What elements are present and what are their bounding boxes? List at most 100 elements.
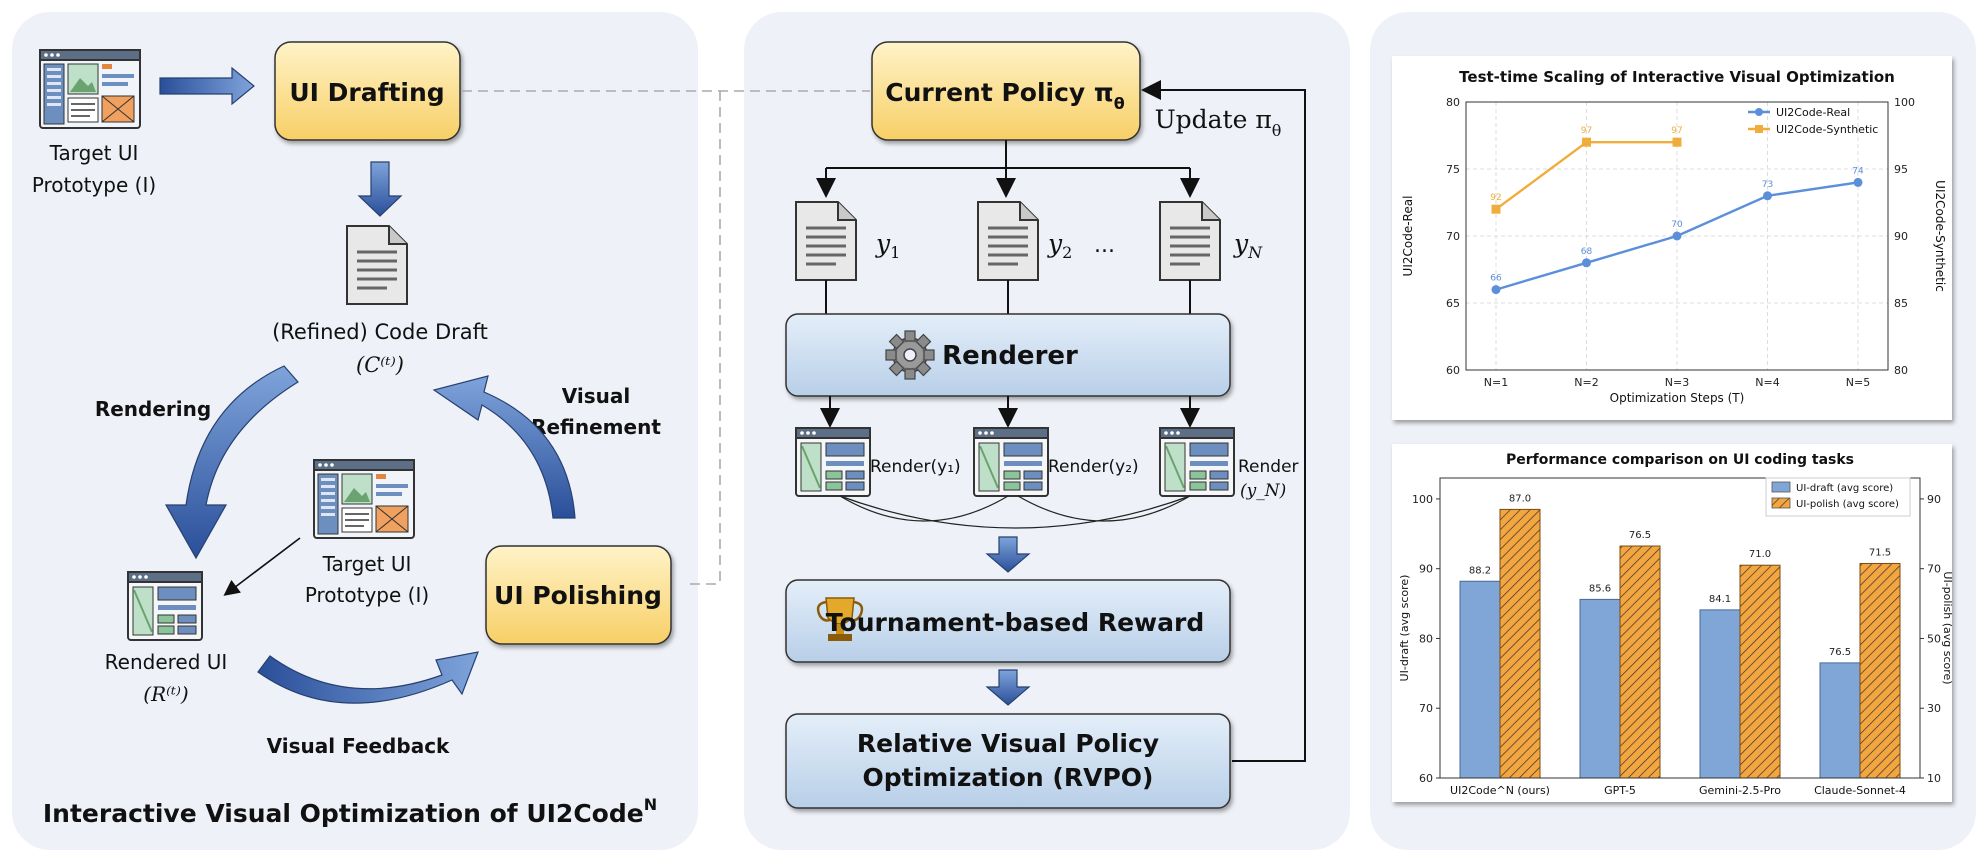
line-chart-data-label: 92	[1490, 193, 1501, 203]
target-ui-prototype-icon	[39, 49, 141, 129]
line-chart-data-label: 70	[1671, 220, 1683, 230]
ui-drafting-box	[274, 41, 461, 141]
line-chart: Test-time Scaling of Interactive Visual …	[1401, 68, 1947, 405]
target-ui-label-line1: Target UI	[49, 141, 139, 165]
renderer-label: Renderer	[942, 341, 1078, 371]
line-chart-y2-tick-label: 95	[1894, 163, 1908, 176]
line-chart-point	[1853, 177, 1863, 187]
line-chart-y2-tick-label: 85	[1894, 297, 1908, 310]
bar-chart-bar-draft	[1699, 609, 1741, 779]
line-chart-point	[1491, 285, 1501, 295]
bar-chart-y2-tick-label: 30	[1927, 702, 1941, 715]
line-chart-data-label: 97	[1581, 126, 1592, 136]
arrow-down-icon	[357, 161, 403, 217]
bar-chart-legend-swatch	[1771, 481, 1791, 493]
render-2-label: Render(y₂)	[1048, 457, 1139, 477]
line-chart-point	[1763, 191, 1772, 201]
pairwise-curve-3	[839, 495, 1191, 529]
line-chart-point	[1672, 231, 1682, 241]
line-chart-data-label: 66	[1490, 274, 1502, 284]
sample-y2-label: y2	[1047, 229, 1072, 262]
ui-polishing-label: UI Polishing	[494, 581, 662, 610]
bar-chart-title: Performance comparison on UI coding task…	[1506, 452, 1854, 468]
center-target-label-line1: Target UI	[322, 552, 412, 576]
bar-chart-data-label-draft: 76.5	[1829, 647, 1851, 658]
code-draft-label: (Refined) Code Draft	[272, 320, 488, 344]
bar-chart-data-label-polish: 87.0	[1509, 493, 1531, 504]
line-chart-y-tick-label: 75	[1446, 163, 1460, 176]
bar-chart-data-label-draft: 84.1	[1709, 594, 1731, 605]
bar-chart-axes-frame	[1439, 477, 1921, 779]
feedback-curved-arrow-icon	[257, 651, 479, 704]
thin-arrow-icon	[223, 537, 301, 596]
sample-y1-label: y1	[875, 229, 900, 262]
tournament-reward-label: Tournament-based Reward	[826, 608, 1204, 637]
ui-drafting-label: UI Drafting	[289, 78, 444, 107]
line-chart-point	[1582, 137, 1591, 147]
line-chart-data-label: 74	[1852, 166, 1864, 176]
sample-y1-document-icon	[794, 200, 858, 282]
rendered-ui-label-line2: (R⁽ᵗ⁾)	[143, 682, 188, 706]
bar-chart-y2-axis-label: UI-polish (avg score)	[1941, 571, 1954, 684]
render-1-icon	[795, 427, 871, 497]
visual-refinement-label-line2: Refinement	[531, 415, 661, 439]
bar-chart-y-tick-label: 80	[1419, 632, 1433, 645]
line-chart-data-label: 68	[1581, 247, 1593, 257]
pairwise-curve-2	[1017, 495, 1191, 522]
update-policy-label: Update πθ	[1155, 105, 1282, 140]
tournament-reward-box	[785, 579, 1231, 663]
line-chart-y2-tick-label: 90	[1894, 230, 1908, 243]
render-3-label-line2: (y_N)	[1240, 481, 1286, 501]
bar-chart-y-axis-label: UI-draft (avg score)	[1398, 575, 1411, 682]
bar-chart-data-label-polish: 71.5	[1869, 547, 1891, 558]
render-3-label-line1: Render	[1238, 457, 1299, 477]
line-chart-x-axis-label: Optimization Steps (T)	[1610, 391, 1745, 405]
rvpo-label-line1: Relative Visual Policy	[857, 729, 1159, 758]
left-panel-caption: Interactive Visual Optimization of UI2Co…	[43, 795, 657, 828]
bar-chart-legend-label: UI-polish (avg score)	[1796, 499, 1899, 510]
line-chart-y-axis-label: UI2Code-Real	[1401, 196, 1415, 277]
code-draft-symbol: (C⁽ᵗ⁾)	[356, 353, 404, 377]
bar-chart-y2-tick-label: 50	[1927, 632, 1941, 645]
line-chart-legend-label: UI2Code-Real	[1776, 106, 1850, 119]
bar-chart-bar-polish	[1499, 508, 1541, 779]
arrow-right-icon	[159, 66, 255, 106]
rendering-label: Rendering	[95, 397, 211, 421]
bar-chart-y2-tick-label: 10	[1927, 772, 1941, 785]
bar-chart-legend-swatch	[1771, 497, 1791, 509]
rendered-ui-icon	[127, 571, 203, 641]
line-chart-x-tick-label: N=4	[1755, 376, 1779, 389]
line-chart-legend-marker	[1755, 125, 1763, 133]
bar-chart-x-tick-label: GPT-5	[1604, 784, 1636, 797]
bar-chart-y-tick-label: 70	[1419, 702, 1433, 715]
rendered-ui-label-line1: Rendered UI	[105, 650, 228, 674]
bar-chart: Performance comparison on UI coding task…	[1398, 452, 1954, 797]
bar-chart-bar-draft	[1819, 662, 1861, 779]
line-chart-point	[1491, 204, 1501, 214]
line-chart-point	[1672, 137, 1682, 147]
trophy-icon	[816, 597, 864, 641]
line-chart-x-tick-label: N=2	[1574, 376, 1598, 389]
line-chart-y-tick-label: 70	[1446, 230, 1460, 243]
bar-chart-x-tick-label: UI2Code^N (ours)	[1450, 784, 1550, 797]
bar-chart-data-label-polish: 71.0	[1749, 549, 1771, 560]
line-chart-x-tick-label: N=5	[1846, 376, 1870, 389]
visual-refinement-label-line1: Visual	[562, 384, 630, 408]
line-chart-x-tick-label: N=1	[1484, 376, 1508, 389]
render-3-icon	[1159, 427, 1235, 497]
bar-chart-bar-polish	[1739, 564, 1781, 779]
rvpo-label-line2: Optimization (RVPO)	[863, 763, 1154, 792]
bar-chart-y2-tick-label: 90	[1927, 493, 1941, 506]
line-chart-data-label: 97	[1671, 126, 1682, 136]
bar-chart-y2-tick-label: 70	[1927, 563, 1941, 576]
line-chart-y-tick-label: 80	[1446, 96, 1460, 109]
line-chart-x-tick-label: N=3	[1665, 376, 1689, 389]
rendering-curved-arrow-icon	[164, 365, 299, 560]
render-1-label: Render(y₁)	[870, 457, 961, 477]
bar-chart-bar-draft	[1459, 580, 1501, 779]
target-ui-label-line2: Prototype (I)	[32, 173, 156, 197]
arrow-down-to-reward-icon	[985, 536, 1031, 573]
line-chart-y2-axis-label: UI2Code-Synthetic	[1933, 180, 1947, 292]
